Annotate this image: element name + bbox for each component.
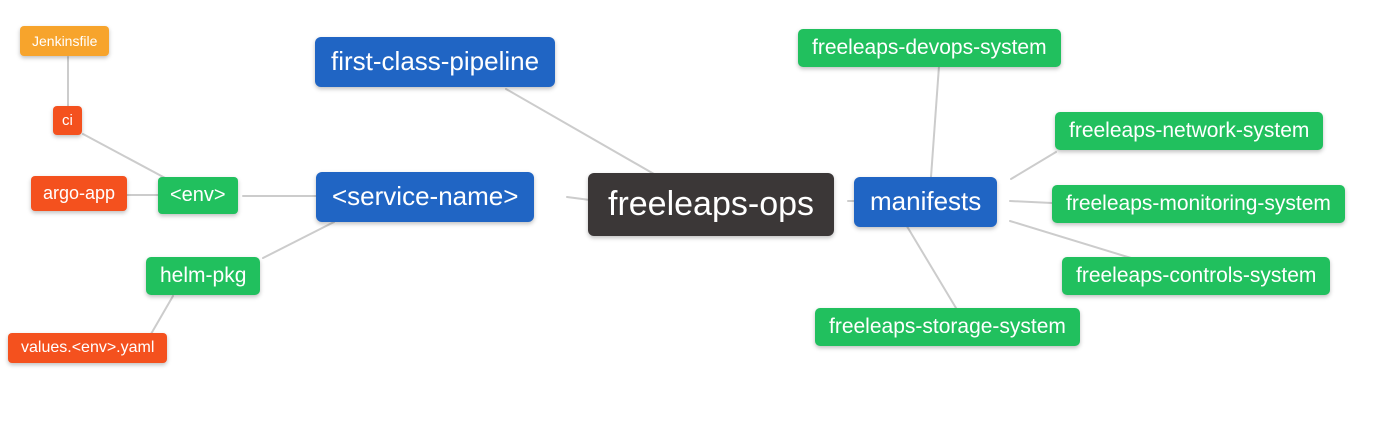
node-freeleaps-storage-system[interactable]: freeleaps-storage-system — [815, 308, 1080, 347]
node-freeleaps-devops-system[interactable]: freeleaps-devops-system — [798, 29, 1061, 68]
node-ci[interactable]: ci — [53, 106, 82, 136]
node-freeleaps-monitoring-system[interactable]: freeleaps-monitoring-system — [1052, 185, 1345, 224]
node-first-class-pipeline[interactable]: first-class-pipeline — [315, 37, 556, 87]
edge-manifests-storage — [904, 222, 957, 309]
edge-manifests-network — [1010, 151, 1057, 180]
edge-manifests-devops — [930, 65, 940, 178]
node-manifests[interactable]: manifests — [854, 177, 998, 227]
node-freeleaps-controls-system[interactable]: freeleaps-controls-system — [1062, 257, 1331, 296]
node-env[interactable]: <env> — [158, 177, 238, 214]
edge-manifests-controls — [1009, 220, 1132, 259]
node-jenkinsfile[interactable]: Jenkinsfile — [20, 26, 110, 57]
edge-helm-pkg-values — [150, 295, 174, 335]
edge-service-name-helm-pkg — [262, 221, 335, 259]
node-helm-pkg[interactable]: helm-pkg — [146, 257, 261, 296]
edge-pipeline-ops — [505, 88, 655, 175]
node-values-env-yaml[interactable]: values.<env>.yaml — [8, 333, 168, 364]
node-freeleaps-ops[interactable]: freeleaps-ops — [588, 173, 835, 237]
edge-service-name-ops — [566, 196, 591, 201]
edge-ci-env — [82, 133, 168, 180]
node-argo-app[interactable]: argo-app — [31, 176, 128, 211]
edge-manifests-monitoring — [1009, 200, 1053, 204]
node-service-name[interactable]: <service-name> — [316, 172, 535, 222]
node-freeleaps-network-system[interactable]: freeleaps-network-system — [1055, 112, 1324, 151]
